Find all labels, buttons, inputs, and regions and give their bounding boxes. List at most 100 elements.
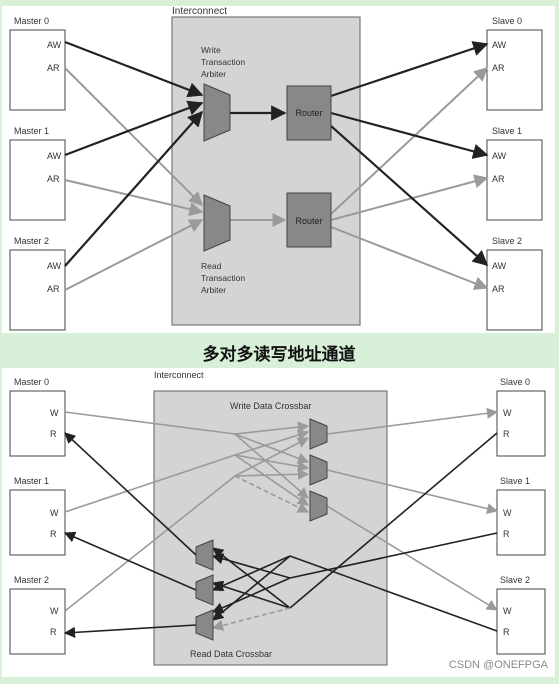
- w-fan-1-mux-0: [234, 429, 310, 456]
- watermark: CSDN @ONEFPGA: [449, 659, 549, 671]
- top-write-arbiter: Write Transaction Arbiter: [201, 45, 245, 142]
- top-ar-m0-arrow: [64, 67, 203, 206]
- bottom-master-0-port-w: W: [50, 408, 59, 418]
- read-data-crossbar-label: Read Data Crossbar: [190, 649, 272, 659]
- top-slave-1-port-aw: AW: [492, 151, 507, 161]
- top-master-1-label: Master 1: [14, 126, 49, 136]
- bottom-slave-1-port-w: W: [503, 508, 512, 518]
- top-write-address-arrows: [64, 40, 489, 267]
- read-arbiter-label-line-3: Arbiter: [201, 285, 226, 295]
- r-mux-1-to-master-1: [63, 531, 197, 591]
- r-fan-2-mux-2: [212, 555, 291, 621]
- bottom-master-0-port-r: R: [50, 429, 57, 439]
- top-slave-2: Slave 2 AW AR: [486, 236, 543, 331]
- top-master-2-label: Master 2: [14, 236, 49, 246]
- w-fan-0-mux-0: [234, 421, 310, 435]
- bottom-master-2-port-w: W: [50, 606, 59, 616]
- bottom-slave-0-label: Slave 0: [500, 377, 530, 387]
- read-arbiter-label-line-2: Transaction: [201, 273, 245, 283]
- bottom-master-2: Master 2 W R: [9, 575, 66, 655]
- top-ar-m2-arrow: [64, 219, 204, 291]
- w-fan-0-mux-1: [234, 433, 310, 464]
- write-arbiter-label-line-3: Arbiter: [201, 69, 226, 79]
- top-ar-m1-arrow: [64, 179, 204, 216]
- r-fan-1-mux-2: [211, 577, 291, 614]
- w-mux-0-to-slave-0: [326, 407, 499, 435]
- w-m1-to-fan: [64, 454, 236, 513]
- top-slave-0: Slave 0 AW AR: [486, 16, 543, 111]
- r-fan-2-mux-1: [211, 555, 291, 592]
- w-fan-2-mux-2-dashed: [234, 475, 310, 513]
- bottom-write-data-arrows: [64, 407, 499, 612]
- top-master-1-port-aw: AW: [47, 151, 62, 161]
- read-router-label: Router: [295, 216, 322, 226]
- bottom-slave-1: Slave 1 W R: [496, 476, 546, 556]
- top-master-1: Master 1 AW AR: [9, 126, 66, 221]
- top-slave-1-port-ar: AR: [492, 174, 505, 184]
- write-arbiter-label-line-1: Write: [201, 45, 221, 55]
- w-m0-to-fan: [64, 411, 236, 435]
- top-aw-s1-arrow: [330, 111, 489, 159]
- write-router-label: Router: [295, 108, 322, 118]
- read-data-mux-group: [195, 539, 214, 641]
- bottom-master-1-label: Master 1: [14, 476, 49, 486]
- top-slave-0-port-aw: AW: [492, 40, 507, 50]
- bottom-master-1-port-w: W: [50, 508, 59, 518]
- bottom-read-data-arrows: [63, 432, 498, 638]
- read-mux-2: [195, 609, 214, 641]
- top-aw-m1-arrow: [64, 100, 204, 157]
- w-m2-to-fan: [64, 475, 236, 612]
- top-master-0-port-aw: AW: [47, 40, 62, 50]
- top-aw-m2-arrow: [64, 110, 204, 267]
- bottom-master-2-label: Master 2: [14, 575, 49, 585]
- top-slave-0-port-ar: AR: [492, 63, 505, 73]
- write-mux-2: [309, 490, 328, 522]
- top-aw-m0-arrow: [64, 40, 204, 98]
- bottom-slave-2-label: Slave 2: [500, 575, 530, 585]
- top-read-arbiter: Read Transaction Arbiter: [201, 194, 245, 295]
- w-fan-2-mux-1: [234, 468, 310, 480]
- top-master-0-label: Master 0: [14, 16, 49, 26]
- bottom-slave-0: Slave 0 W R: [496, 377, 546, 457]
- w-fan-2-mux-0: [234, 437, 309, 477]
- bottom-slave-1-label: Slave 1: [500, 476, 530, 486]
- top-ar-s0-arrow: [330, 67, 489, 215]
- bottom-interconnect: Interconnect Write Data Crossbar Read Da…: [153, 370, 388, 666]
- top-master-0-port-ar: AR: [47, 63, 60, 73]
- top-slave-0-label: Slave 0: [492, 16, 522, 26]
- top-master-2: Master 2 AW AR: [9, 236, 66, 331]
- bottom-master-2-port-r: R: [50, 627, 57, 637]
- r-fan-1-mux-0: [211, 553, 291, 579]
- bottom-slave-1-port-r: R: [503, 529, 510, 539]
- top-master-0: Master 0 AW AR: [9, 16, 66, 111]
- bottom-slave-2-port-w: W: [503, 606, 512, 616]
- top-read-router: Router: [286, 192, 332, 248]
- bottom-slave-2-port-r: R: [503, 627, 510, 637]
- w-mux-1-to-slave-1: [326, 469, 499, 515]
- top-interconnect: Interconnect: [171, 6, 361, 326]
- w-mux-2-to-slave-2: [326, 505, 498, 611]
- r-slave-1-to-fan: [289, 532, 498, 579]
- top-ar-s2-arrow: [330, 226, 489, 290]
- read-mux-1: [195, 574, 214, 606]
- top-master-1-port-ar: AR: [47, 174, 60, 184]
- read-arbiter-label-line-1: Read: [201, 261, 222, 271]
- bottom-slave-2: Slave 2 W R: [496, 575, 546, 655]
- top-read-address-arrows: [64, 67, 489, 291]
- r-fan-0-mux-2-dashed: [211, 607, 291, 631]
- top-aw-s0-arrow: [330, 41, 489, 98]
- bottom-master-0-label: Master 0: [14, 377, 49, 387]
- write-data-crossbar-label: Write Data Crossbar: [230, 401, 311, 411]
- r-slave-2-to-fan: [289, 555, 498, 632]
- bottom-master-1-port-r: R: [50, 529, 57, 539]
- top-slave-2-port-ar: AR: [492, 284, 505, 294]
- write-mux-0: [309, 418, 328, 450]
- top-write-router: Router: [286, 85, 332, 141]
- top-master-2-port-ar: AR: [47, 284, 60, 294]
- w-fan-1-mux-2: [234, 454, 309, 506]
- r-slave-0-to-fan: [289, 432, 498, 609]
- w-fan-1-mux-1: [234, 454, 310, 472]
- r-mux-2-to-master-2: [63, 624, 197, 638]
